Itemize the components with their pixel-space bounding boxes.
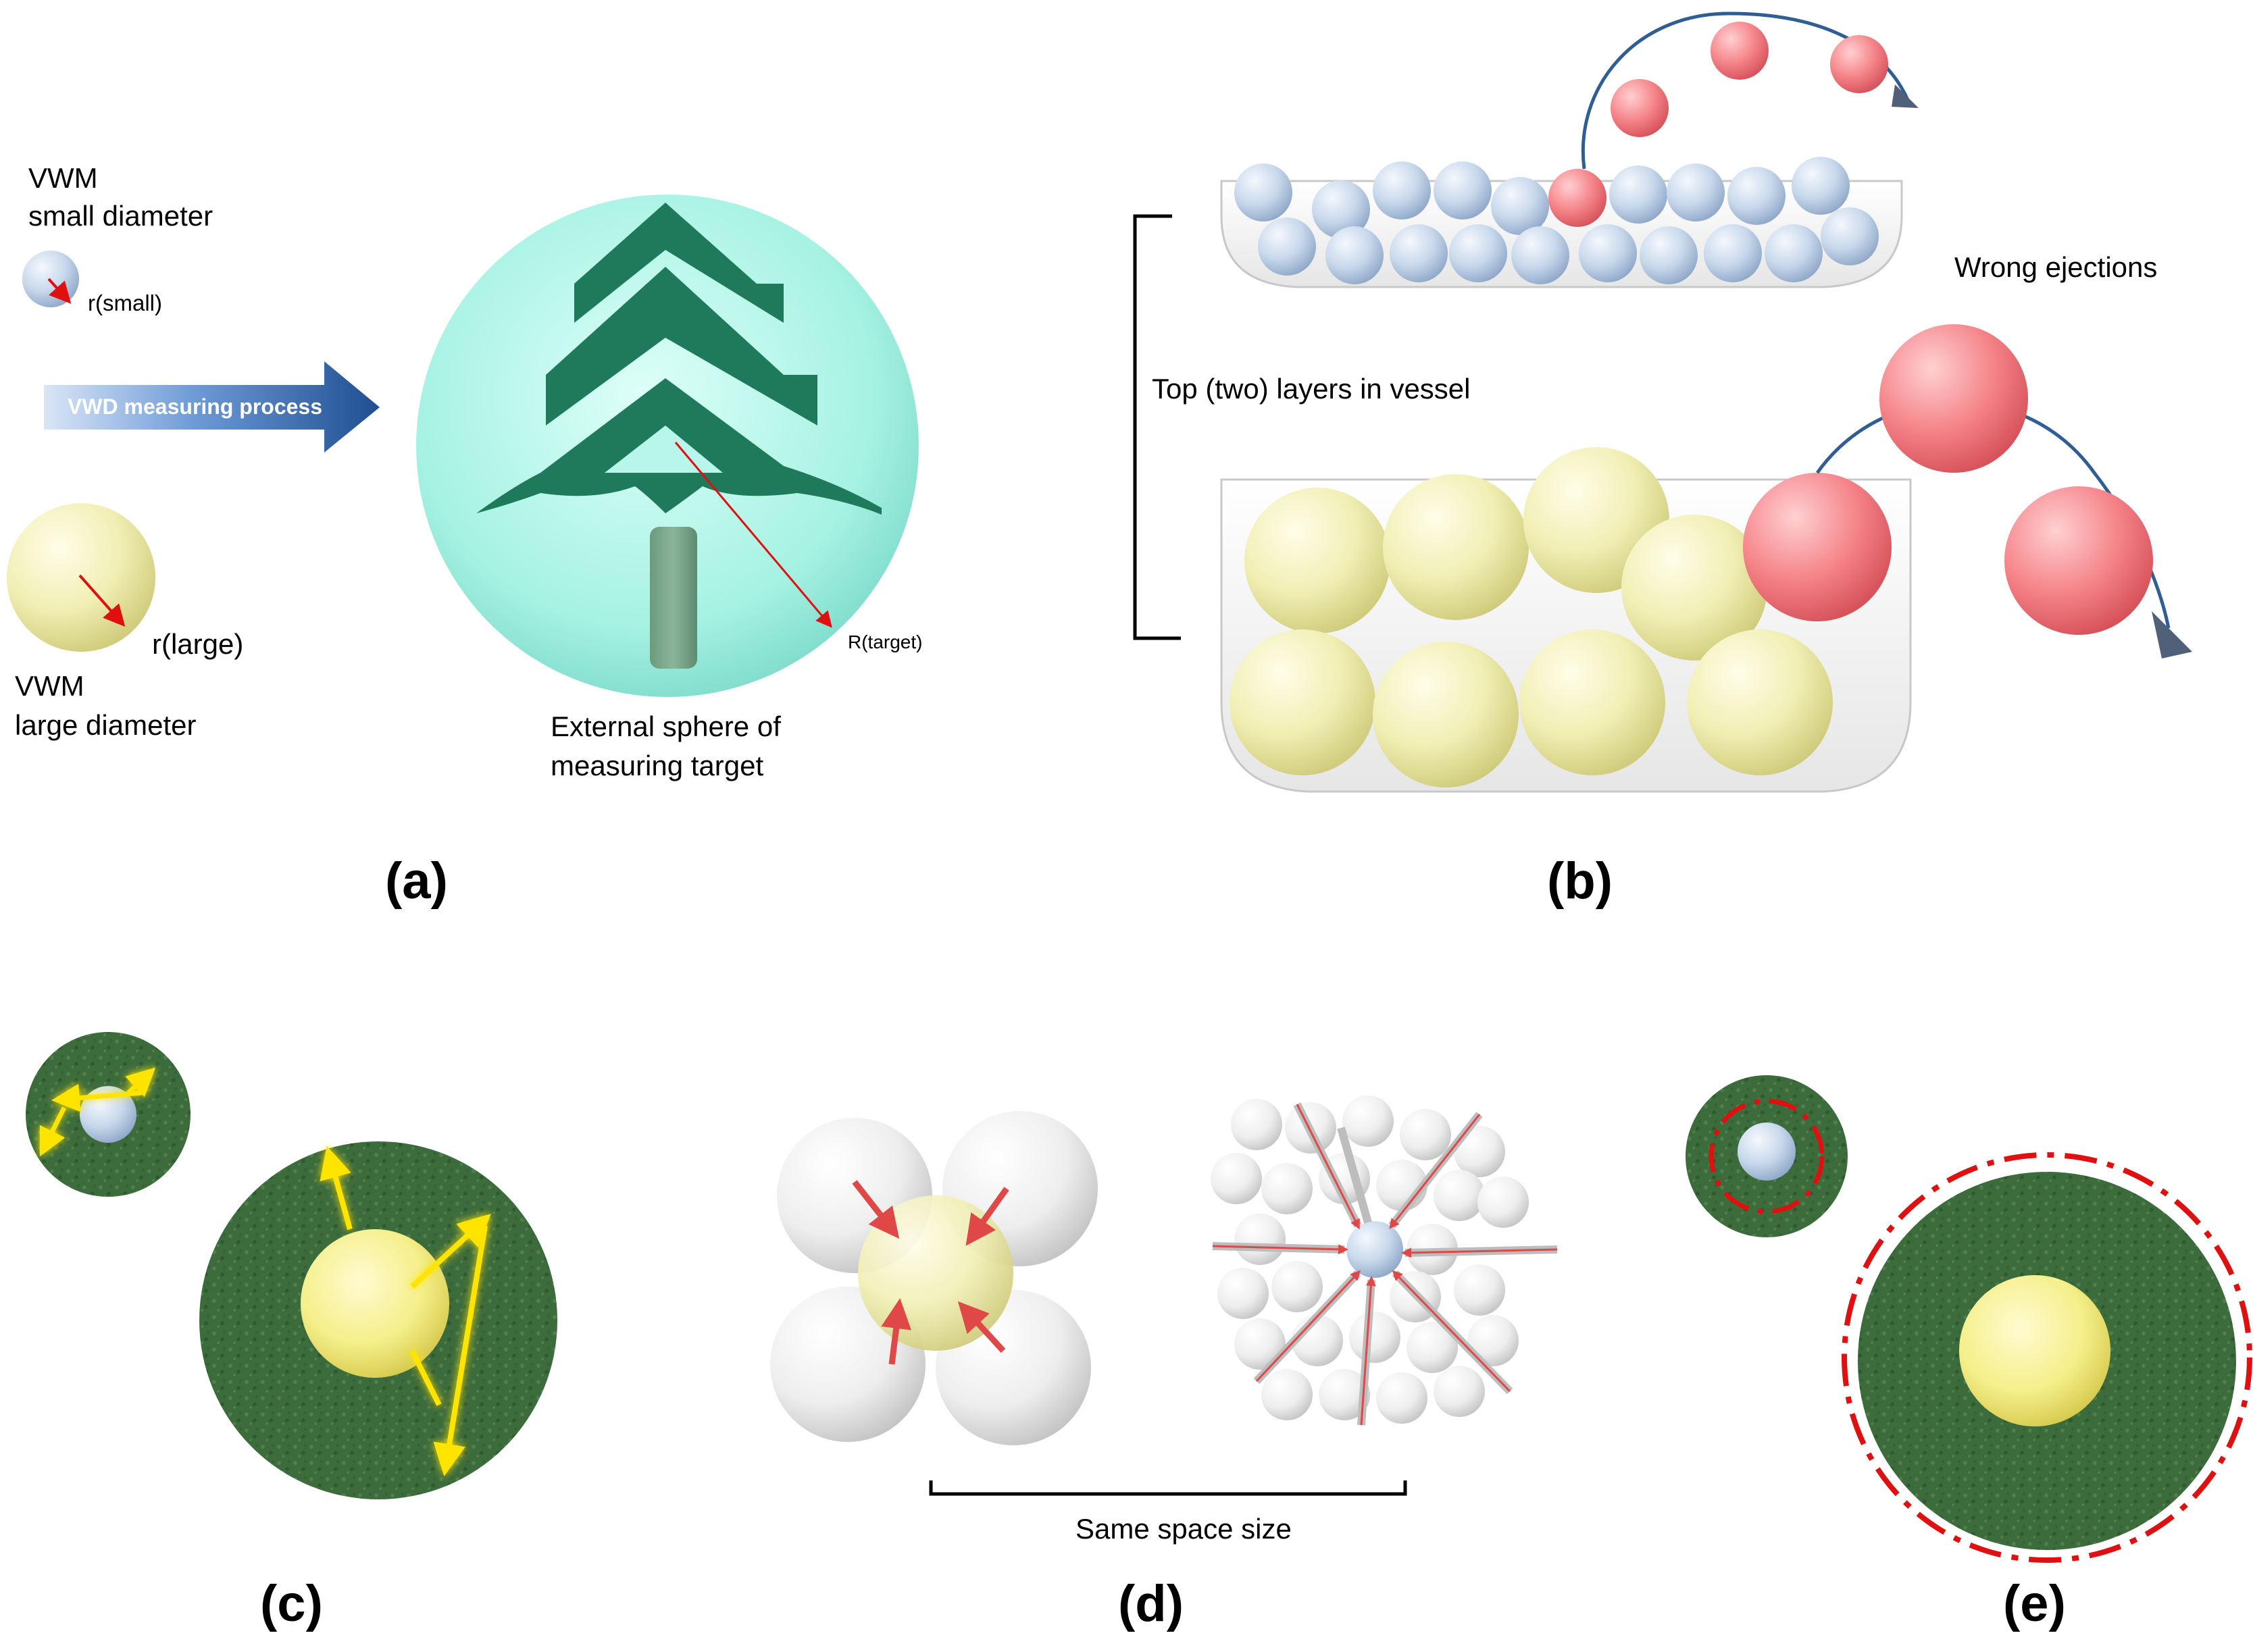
target-label-line1: External sphere of — [551, 711, 781, 742]
r-small-arrow — [47, 278, 72, 304]
layers-label: Top (two) layers in vessel — [1152, 373, 1471, 405]
ejected-small-ball-3 — [1830, 35, 1888, 93]
vwd-process-arrow — [44, 361, 380, 453]
small-vwm-ball — [22, 251, 79, 307]
r-large-arrow — [78, 574, 126, 627]
large-vwm-label-line1: VWM — [15, 670, 84, 702]
panel-d: Same space size (d) — [770, 1095, 1558, 1632]
small-ball-c — [80, 1086, 136, 1143]
large-pressure-arrows — [852, 1180, 1009, 1365]
panel-c: (c) — [26, 1032, 557, 1632]
layers-bracket — [1133, 214, 1181, 640]
small-vwm-label-line1: VWM — [28, 162, 98, 194]
panel-c-caption: (c) — [260, 1575, 323, 1632]
ejecting-large-ball — [1743, 473, 1892, 621]
small-ejection-arrowhead — [1892, 84, 1919, 108]
ejected-small-ball-1 — [1611, 79, 1669, 137]
panel-a-caption: (a) — [385, 852, 448, 910]
small-pressure-arrow-tips — [1212, 1104, 1558, 1426]
small-ball-e — [1738, 1122, 1796, 1181]
ejecting-small-ball — [1548, 169, 1606, 227]
r-small-label: r(small) — [88, 290, 162, 315]
large-ball-layer — [1230, 447, 1833, 788]
large-bounce-arrows — [320, 1145, 491, 1476]
ejected-large-ball-1 — [1879, 324, 2028, 473]
large-dashed-boundary — [1842, 1152, 2252, 1563]
panel-b-caption: (b) — [1547, 852, 1613, 910]
space-size-label: Same space size — [1075, 1513, 1292, 1545]
panel-a: VWM small diameter r(small) VWD measurin… — [7, 162, 922, 910]
r-target-label: R(target) — [848, 631, 922, 652]
vwd-process-label: VWD measuring process — [68, 394, 322, 419]
panel-e: (e) — [1686, 1075, 2252, 1632]
panel-d-caption: (d) — [1118, 1575, 1184, 1632]
panel-e-caption: (e) — [2003, 1575, 2066, 1632]
large-ball-e — [1959, 1275, 2110, 1426]
small-ball-layer — [1234, 157, 1879, 284]
small-vwm-label-line2: small diameter — [28, 200, 213, 232]
r-target-arrow — [674, 442, 832, 628]
wrong-ejections-label: Wrong ejections — [1954, 251, 2157, 283]
space-size-bracket — [929, 1480, 1407, 1496]
small-dashed-boundary — [1708, 1098, 1825, 1214]
large-vwm-label-line2: large diameter — [15, 709, 196, 741]
large-ejection-arrowhead — [2152, 611, 2192, 659]
panel-b: Top (two) layers in vessel — [1133, 11, 2192, 910]
target-label-line2: measuring target — [551, 750, 763, 781]
r-large-label: r(large) — [152, 628, 243, 660]
small-bounce-arrows — [39, 1067, 156, 1157]
large-ball-c — [301, 1229, 449, 1378]
large-packing-cluster — [770, 1111, 1098, 1445]
ejected-large-ball-2 — [2004, 486, 2153, 635]
ejected-small-ball-2 — [1711, 22, 1769, 80]
